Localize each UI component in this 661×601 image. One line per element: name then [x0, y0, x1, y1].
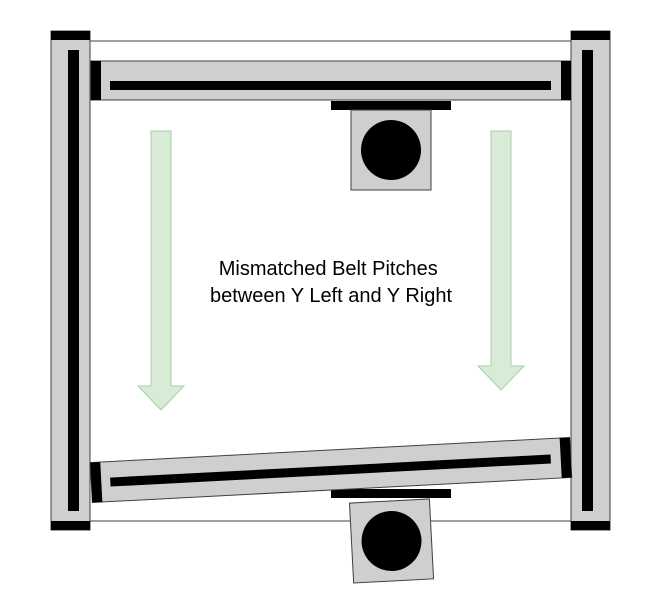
- right-down-arrow: [476, 130, 526, 391]
- left-down-arrow: [136, 130, 186, 411]
- top-carriage: [331, 101, 451, 191]
- caption-line-2: between Y Left and Y Right: [210, 285, 452, 307]
- bottom-x-gantry: [89, 436, 573, 504]
- outer-frame-lines: [90, 40, 572, 522]
- left-rail-bottom-cap: [51, 521, 90, 530]
- left-rail-slot: [68, 50, 79, 511]
- top-x-gantry: [90, 60, 572, 101]
- top-gantry-body: [90, 60, 572, 101]
- bottom-carriage-pulley: [361, 510, 422, 571]
- right-y-rail: [570, 30, 611, 531]
- right-rail-slot: [582, 50, 593, 511]
- top-gantry-right-end: [561, 61, 571, 100]
- left-y-rail: [50, 30, 91, 531]
- bottom-carriage-plate: [331, 489, 451, 498]
- bottom-gantry-right-end: [559, 437, 572, 478]
- bottom-carriage: [348, 498, 435, 584]
- top-carriage-plate: [331, 101, 451, 110]
- top-carriage-pulley: [361, 120, 421, 180]
- caption-line-1: Mismatched Belt Pitches: [219, 258, 438, 280]
- top-gantry-left-end: [91, 61, 101, 100]
- bottom-gantry-slot: [110, 454, 551, 487]
- right-rail-bottom-cap: [571, 521, 610, 530]
- top-gantry-slot: [110, 81, 551, 90]
- right-rail-top-cap: [571, 31, 610, 40]
- bottom-gantry-left-end: [90, 462, 103, 503]
- left-rail-top-cap: [51, 31, 90, 40]
- caption: Mismatched Belt Pitches between Y Left a…: [210, 258, 452, 307]
